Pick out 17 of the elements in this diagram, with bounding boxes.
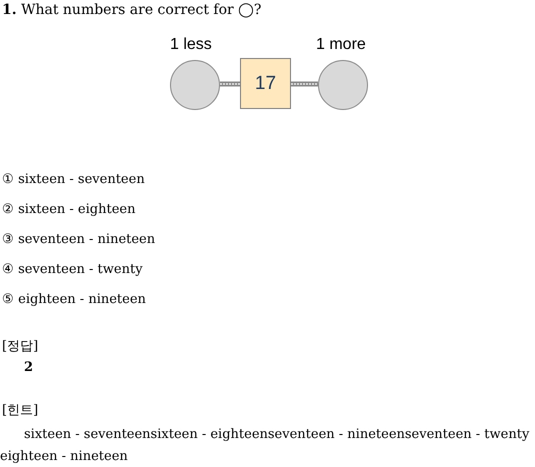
connector-line	[291, 82, 318, 86]
answer-option: ② sixteen - eighteen	[2, 201, 136, 217]
answer-option: ⑤ eighteen - nineteen	[2, 291, 146, 307]
connector-line	[220, 82, 240, 86]
amount-label: 1 less	[170, 36, 212, 54]
question-text: 1. What numbers are correct for ◯?	[2, 2, 262, 18]
blank-circle	[318, 60, 368, 110]
answer-text: 2	[24, 360, 34, 375]
answer-option: ③ seventeen - nineteen	[2, 231, 156, 247]
section-heading: [힌트]	[2, 402, 38, 419]
amount-label: 1 more	[316, 36, 366, 54]
number-box: 17	[240, 58, 291, 109]
answer-option: ④ seventeen - twenty	[2, 261, 143, 277]
answer-option: ① sixteen - seventeen	[2, 171, 145, 187]
blank-circle	[170, 60, 220, 110]
hint-text: sixteen - seventeensixteen - eighteenseventeen - nineteenseventeen - twenty eighteen - nineteen	[0, 426, 530, 466]
section-heading: [정답]	[2, 338, 38, 355]
